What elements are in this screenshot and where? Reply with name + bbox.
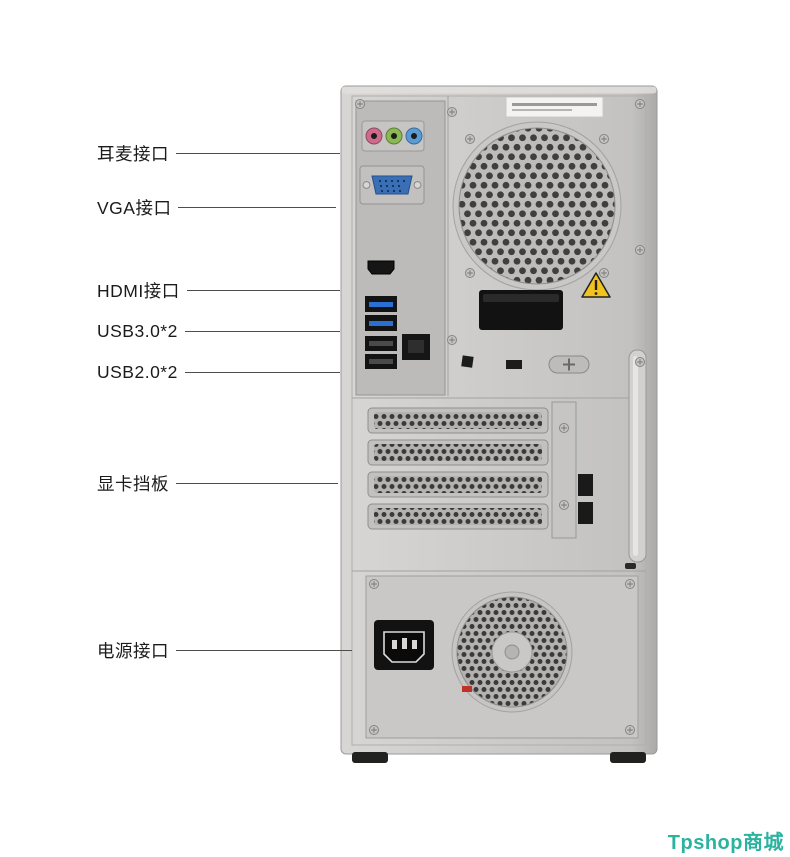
- vga-port: [359, 165, 425, 205]
- psu-fan-grille: [451, 591, 573, 713]
- label-gpu-bracket: 显卡挡板: [97, 473, 169, 494]
- leader-line: [176, 649, 352, 651]
- ethernet-port: [402, 334, 430, 360]
- slot-cover: [367, 439, 549, 466]
- warning-sticker: [581, 272, 611, 298]
- power-inlet: [374, 620, 434, 670]
- serial-sticker: [505, 96, 604, 118]
- voltage-marker: [462, 686, 472, 692]
- hdmi-port: [367, 260, 395, 275]
- slot-cover: [367, 407, 549, 434]
- callout-usb3-ports: USB3.0*2: [97, 319, 340, 343]
- label-vga-port: VGA接口: [97, 197, 172, 218]
- expansion-slot-covers: [367, 407, 549, 530]
- cooling-fan-grille: [452, 121, 622, 291]
- watermark-text: Tpshop商城: [667, 832, 784, 854]
- callout-hdmi-port: HDMI接口: [97, 278, 340, 302]
- leader-line: [184, 330, 340, 332]
- leader-line: [178, 206, 336, 208]
- label-usb3-ports: USB3.0*2: [97, 320, 178, 341]
- punch-outs: [461, 355, 590, 374]
- label-usb2-ports: USB2.0*2: [97, 361, 178, 382]
- leader-line: [186, 289, 340, 291]
- usb2-ports: [365, 336, 397, 369]
- callout-headset-jack: 耳麦接口: [97, 141, 340, 165]
- audio-jacks: [361, 120, 425, 152]
- callout-power-socket: 电源接口: [97, 638, 352, 662]
- leader-line: [176, 152, 340, 154]
- punch-out-handle: [479, 290, 563, 330]
- rear-cutouts: [578, 474, 593, 524]
- label-hdmi-port: HDMI接口: [97, 280, 180, 301]
- leader-line: [184, 371, 340, 373]
- callout-gpu-bracket: 显卡挡板: [97, 471, 338, 495]
- leader-line: [176, 482, 338, 484]
- callout-usb2-ports: USB2.0*2: [97, 360, 340, 384]
- slot-cover: [367, 471, 549, 498]
- slot-mount-rail: [551, 401, 577, 539]
- usb3-ports: [365, 296, 397, 331]
- slot-cover: [367, 503, 549, 530]
- label-headset-jack: 耳麦接口: [97, 143, 169, 164]
- callout-vga-port: VGA接口: [97, 195, 336, 219]
- watermark: Tpshop商城: [668, 826, 784, 855]
- label-power-socket: 电源接口: [97, 640, 169, 661]
- kensington-slot: [625, 563, 636, 569]
- side-handle-bar: [628, 349, 647, 563]
- case-feet: [352, 752, 646, 763]
